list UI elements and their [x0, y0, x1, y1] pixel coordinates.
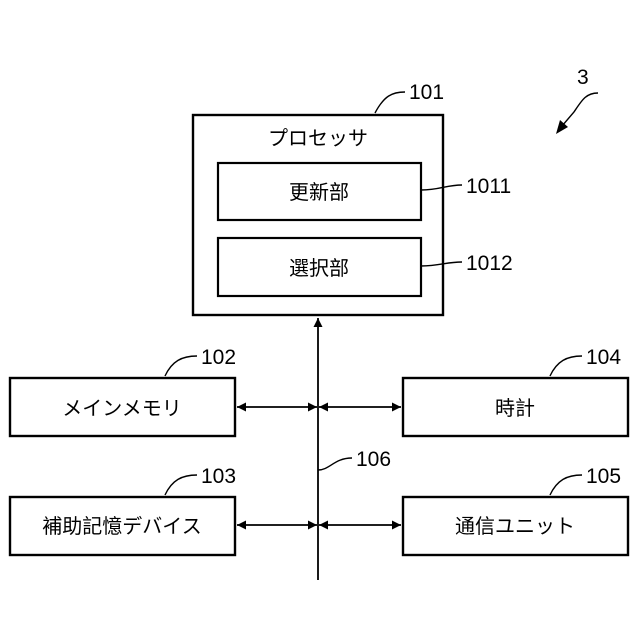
bus-leader-line: [318, 458, 352, 470]
processor-leader-line: [375, 92, 405, 113]
selection-unit-ref: 1012: [466, 252, 513, 275]
comm-unit-block: 通信ユニット 105: [319, 465, 628, 555]
update-unit-label: 更新部: [289, 180, 349, 204]
aux-storage-label: 補助記憶デバイス: [42, 514, 201, 538]
aux-storage-ref: 103: [201, 465, 236, 488]
processor-block: プロセッサ 101 更新部 1011 選択部 1012: [193, 81, 513, 315]
aux-storage-leader-line: [165, 475, 197, 495]
selection-unit-label: 選択部: [289, 256, 349, 280]
bus: 106: [318, 318, 391, 580]
clock-leader-line: [550, 356, 582, 376]
aux-storage-block: 補助記憶デバイス 103: [10, 465, 317, 555]
figure-reference-arrow: [562, 93, 598, 126]
update-unit-ref: 1011: [466, 175, 511, 198]
main-memory-label: メインメモリ: [62, 396, 181, 420]
comm-unit-ref: 105: [586, 465, 621, 488]
figure-reference: 3: [556, 66, 598, 134]
comm-unit-label: 通信ユニット: [455, 514, 575, 538]
clock-ref: 104: [586, 346, 621, 369]
main-memory-leader-line: [165, 356, 197, 376]
figure-number: 3: [577, 66, 589, 89]
main-memory-block: メインメモリ 102: [10, 346, 317, 436]
comm-unit-leader-line: [550, 475, 582, 495]
clock-block: 時計 104: [319, 346, 628, 436]
bus-ref: 106: [356, 448, 391, 471]
processor-label: プロセッサ: [268, 126, 368, 150]
processor-ref: 101: [409, 81, 444, 104]
main-memory-ref: 102: [201, 346, 236, 369]
clock-label: 時計: [495, 396, 535, 420]
